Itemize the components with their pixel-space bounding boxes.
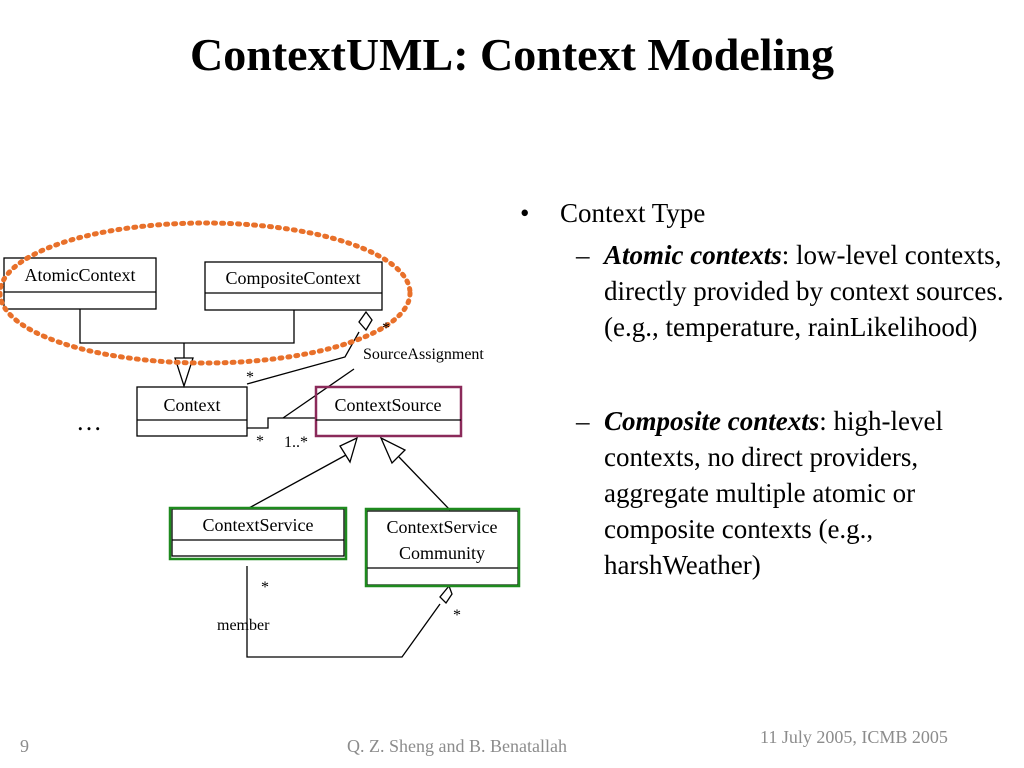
generalization-arrow-service <box>339 436 359 464</box>
multiplicity-service-star: * <box>261 579 269 596</box>
bullet-main-text: Context Type <box>560 198 706 228</box>
context-service-highlight <box>168 506 348 561</box>
primitive-context-highlight <box>0 220 413 366</box>
page-number: 9 <box>20 736 29 756</box>
sub-bullet-dash: – <box>576 406 590 436</box>
context-label: Context <box>164 395 221 415</box>
context-class <box>136 386 248 437</box>
composite-description: : high-level contexts, no direct provide… <box>604 406 943 580</box>
composite-children-association <box>246 331 360 385</box>
generalization-line-community <box>398 456 451 511</box>
context-service-label: ContextService <box>203 515 314 535</box>
diagram-ellipsis: … <box>76 407 102 436</box>
footer-date-venue: 11 July 2005, ICMB 2005 <box>760 727 948 747</box>
generalization-line-service <box>248 454 347 509</box>
source-assignment-line <box>282 368 355 419</box>
generalization-line-atomic <box>79 309 184 344</box>
generalization-arrow-community <box>379 436 407 465</box>
multiplicity-context-source-star: * <box>256 433 264 450</box>
context-source-association <box>247 417 316 429</box>
sub-bullet-atomic: – Atomic contexts: low-level contexts, d… <box>520 237 1020 345</box>
atomic-description: : low-level contexts, directly provided … <box>604 240 1004 342</box>
footer-authors: Q. Z. Sheng and B. Benatallah <box>347 736 567 756</box>
source-assignment-label: SourceAssignment <box>363 346 484 363</box>
member-association <box>246 566 441 658</box>
sub-bullet-dash: – <box>576 240 590 270</box>
generalization-line-composite <box>184 310 295 344</box>
composite-term: Composite contexts <box>604 406 820 436</box>
context-source-label: ContextSource <box>335 395 442 415</box>
aggregation-diamond-composite <box>358 310 373 332</box>
bullet-context-type: • Context Type <box>520 195 1020 231</box>
sub-bullet-composite: – Composite contexts: high-level context… <box>520 403 1020 583</box>
context-service-community-highlight <box>364 507 521 588</box>
multiplicity-community-star: * <box>453 607 461 624</box>
multiplicity-context-star: * <box>246 369 254 386</box>
generalization-arrow-context <box>174 357 194 389</box>
community-label-line1: ContextService <box>387 517 498 537</box>
multiplicity-composite-star: * <box>382 320 390 337</box>
atomic-term: Atomic contexts <box>604 240 782 270</box>
multiplicity-one-many: 1..* <box>284 434 308 451</box>
community-label-line2: Community <box>399 543 485 563</box>
composite-context-label: CompositeContext <box>226 268 361 288</box>
bullet-dot: • <box>520 198 530 228</box>
atomic-context-label: AtomicContext <box>25 265 136 285</box>
context-source-class <box>314 385 463 438</box>
aggregation-diamond-member <box>439 584 453 605</box>
member-label: member <box>217 617 270 634</box>
context-type-bullets: • Context Type – Atomic contexts: low-le… <box>520 195 1020 583</box>
slide-title: ContextUML: Context Modeling <box>190 29 834 80</box>
